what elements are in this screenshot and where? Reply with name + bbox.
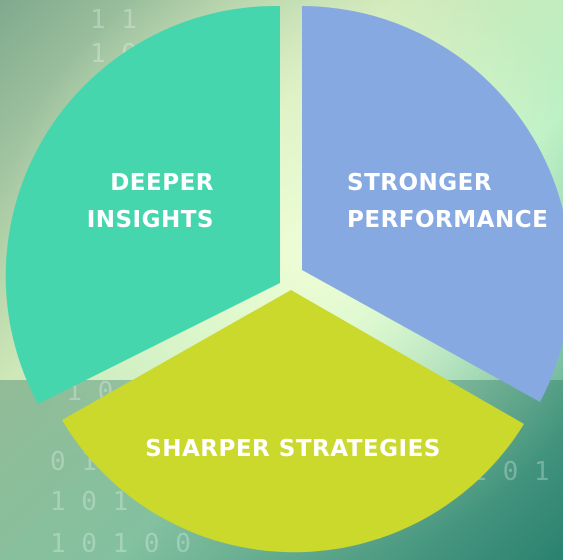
segment-sharper-strategies <box>62 290 524 553</box>
label-deeper: DEEPER <box>110 170 214 196</box>
segment-stronger-performance <box>302 6 563 402</box>
label-insights: INSIGHTS <box>87 207 214 233</box>
label-sharper-strategies: SHARPER STRATEGIES <box>145 436 441 462</box>
binary-row: 1 0 1 0 0 <box>50 529 191 559</box>
segment-deeper-insights <box>5 5 281 404</box>
label-performance: PERFORMANCE <box>347 207 548 233</box>
label-stronger: STRONGER <box>347 170 492 196</box>
binary-row: 1 1 <box>90 5 137 35</box>
